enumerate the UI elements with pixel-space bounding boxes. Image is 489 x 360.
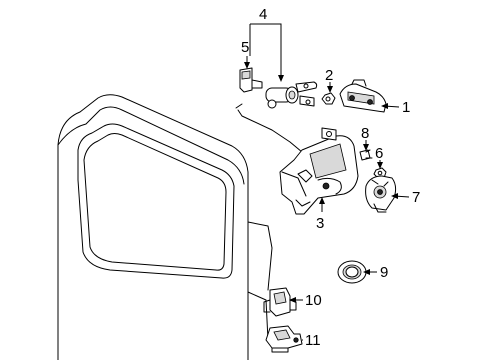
callout-2: 2 bbox=[325, 67, 333, 84]
door-panel bbox=[57, 94, 273, 360]
callout-6: 6 bbox=[375, 145, 383, 162]
callout-3: 3 bbox=[316, 215, 324, 232]
lock-cylinder bbox=[265, 81, 318, 109]
control-rod bbox=[235, 103, 303, 153]
leader-arrows bbox=[244, 62, 398, 303]
callout-9: 9 bbox=[380, 264, 388, 281]
striker bbox=[339, 79, 387, 113]
nut bbox=[321, 92, 336, 105]
hinge-lower bbox=[265, 325, 303, 353]
retainer-clip bbox=[239, 67, 263, 93]
latch-assembly bbox=[279, 127, 359, 215]
hinge-upper bbox=[263, 287, 297, 317]
screw bbox=[359, 149, 373, 161]
callout-8: 8 bbox=[361, 125, 369, 142]
callout-7: 7 bbox=[412, 189, 420, 206]
callout-labels: 1 2 3 4 5 6 7 8 9 10 11 bbox=[241, 6, 420, 349]
callout-5: 5 bbox=[241, 39, 249, 56]
grommet bbox=[337, 260, 367, 284]
latch-bracket bbox=[365, 175, 397, 213]
callout-10: 10 bbox=[305, 292, 322, 309]
callout-4: 4 bbox=[259, 6, 267, 23]
callout-11: 11 bbox=[305, 332, 321, 349]
callout-1: 1 bbox=[402, 99, 410, 116]
